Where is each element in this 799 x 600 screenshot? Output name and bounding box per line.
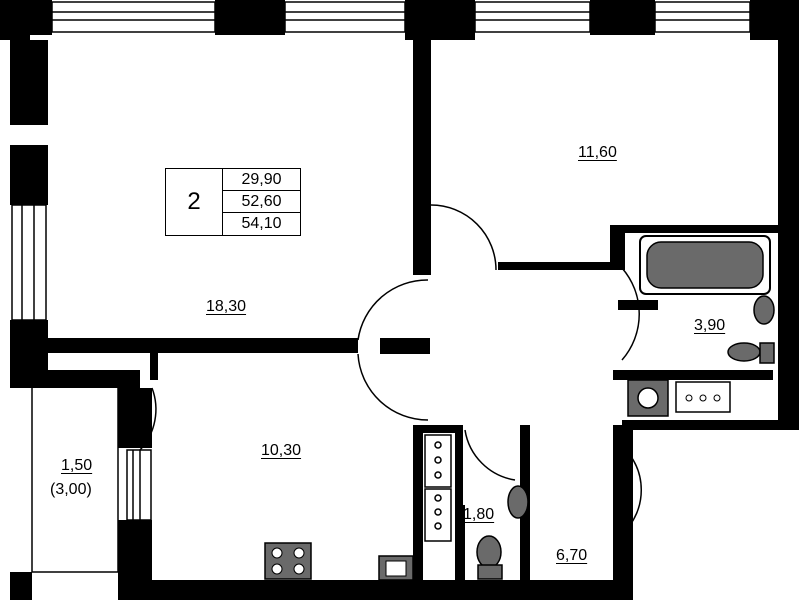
- toilet-area: 1,80: [463, 506, 495, 523]
- balcony-outline: [31, 371, 152, 573]
- bedroom-area: 11,60: [578, 144, 617, 161]
- stove-icon: [264, 542, 312, 580]
- area-with-balcony-value: 54,10: [222, 213, 300, 235]
- washing-machine-icon: [627, 379, 731, 417]
- toilet-icon: [476, 295, 775, 580]
- balcony-area: 1,50: [61, 457, 93, 474]
- sink-icon: [378, 555, 414, 581]
- total-area-value: 52,60: [222, 191, 300, 213]
- balcony-full-area: (3,00): [50, 481, 92, 498]
- kitchen-area: 10,30: [261, 442, 302, 459]
- top-windows: [11, 1, 751, 321]
- doors: [139, 204, 643, 526]
- living-room-area: 18,30: [206, 298, 247, 315]
- hall-cabinets-icon: [424, 434, 452, 542]
- hall-area: 6,70: [556, 547, 588, 564]
- room-count: 2: [187, 188, 201, 215]
- bathtub-icon: [639, 235, 771, 295]
- area-summary-box: 2 29,90 52,60 54,10: [165, 168, 301, 236]
- living-area-value: 29,90: [222, 169, 300, 191]
- bathroom-area: 3,90: [694, 317, 726, 334]
